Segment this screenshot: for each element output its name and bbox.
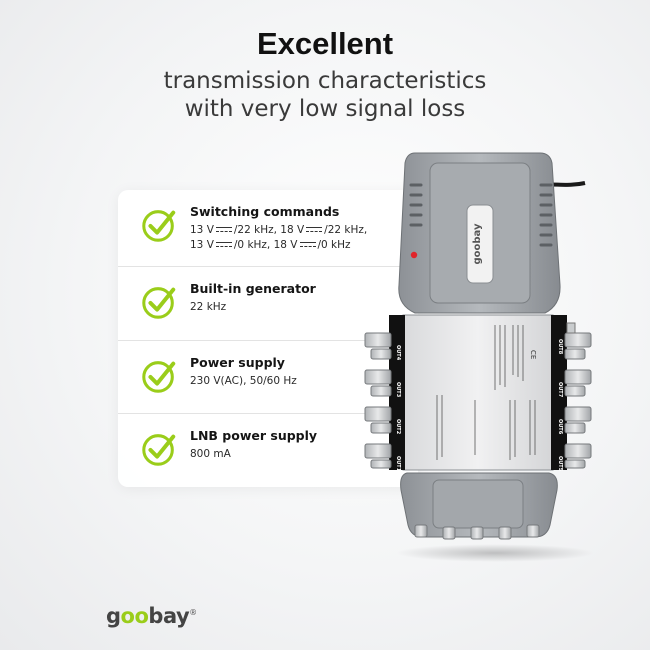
feature-desc-line-1: 13 V/22 kHz, 18 V/22 kHz, bbox=[190, 224, 368, 236]
dc-symbol-icon bbox=[215, 241, 232, 249]
bottom-f-connectors bbox=[414, 524, 540, 540]
feature-desc: 22 kHz bbox=[190, 301, 227, 313]
feature-title: Switching commands bbox=[190, 204, 340, 219]
feature-desc-line-2: 13 V/0 kHz, 18 V/0 kHz bbox=[190, 239, 351, 251]
check-icon bbox=[142, 287, 176, 319]
port-label-out8: OUT8 bbox=[557, 339, 563, 355]
feature-power-supply: Power supply 230 V(AC), 50/60 Hz bbox=[118, 340, 418, 415]
feature-desc: 800 mA bbox=[190, 448, 231, 460]
feature-lnb-power-supply: LNB power supply 800 mA bbox=[118, 413, 418, 488]
panel-spec-text bbox=[436, 325, 536, 460]
device-shadow bbox=[395, 544, 595, 562]
dc-symbol-icon bbox=[215, 226, 232, 234]
left-f-connectors bbox=[364, 332, 392, 469]
device-logo: goobay bbox=[472, 223, 483, 264]
vent-slots bbox=[409, 183, 553, 247]
feature-built-in-generator: Built-in generator 22 kHz bbox=[118, 266, 418, 341]
feature-desc: 230 V(AC), 50/60 Hz bbox=[190, 375, 297, 387]
feature-title: Power supply bbox=[190, 355, 285, 370]
port-label-out7: OUT7 bbox=[557, 382, 563, 398]
port-label-out2: OUT2 bbox=[395, 419, 401, 435]
feature-title: LNB power supply bbox=[190, 428, 318, 443]
port-label-out6: OUT6 bbox=[557, 419, 563, 435]
front-panel bbox=[402, 314, 554, 471]
port-label-out1: OUT1 bbox=[395, 456, 401, 472]
right-f-connectors bbox=[564, 322, 592, 469]
check-icon bbox=[142, 361, 176, 393]
check-icon bbox=[142, 434, 176, 466]
multiswitch-device-image: goobay OUT4 OUT3 OUT2 OUT1 OUT8 bbox=[364, 152, 592, 540]
dc-symbol-icon bbox=[299, 241, 316, 249]
ce-mark: CE bbox=[529, 350, 537, 359]
subtitle-line-2: with very low signal loss bbox=[184, 96, 466, 122]
power-led bbox=[410, 251, 418, 259]
headline: Excellent bbox=[256, 26, 394, 61]
feature-switching-commands: Switching commands 13 V/22 kHz, 18 V/22 … bbox=[118, 190, 418, 264]
port-label-out3: OUT3 bbox=[395, 382, 401, 398]
goobay-logo: goobay® bbox=[106, 604, 197, 628]
subtitle-line-1: transmission characteristics bbox=[163, 68, 487, 94]
dc-symbol-icon bbox=[306, 226, 323, 234]
port-label-out5: OUT5 bbox=[557, 456, 563, 472]
check-icon bbox=[142, 210, 176, 242]
feature-title: Built-in generator bbox=[190, 281, 316, 296]
port-label-out4: OUT4 bbox=[395, 345, 401, 361]
feature-desc: 13 V/22 kHz, 18 V/22 kHz, 13 V/0 kHz, 18… bbox=[190, 223, 367, 253]
